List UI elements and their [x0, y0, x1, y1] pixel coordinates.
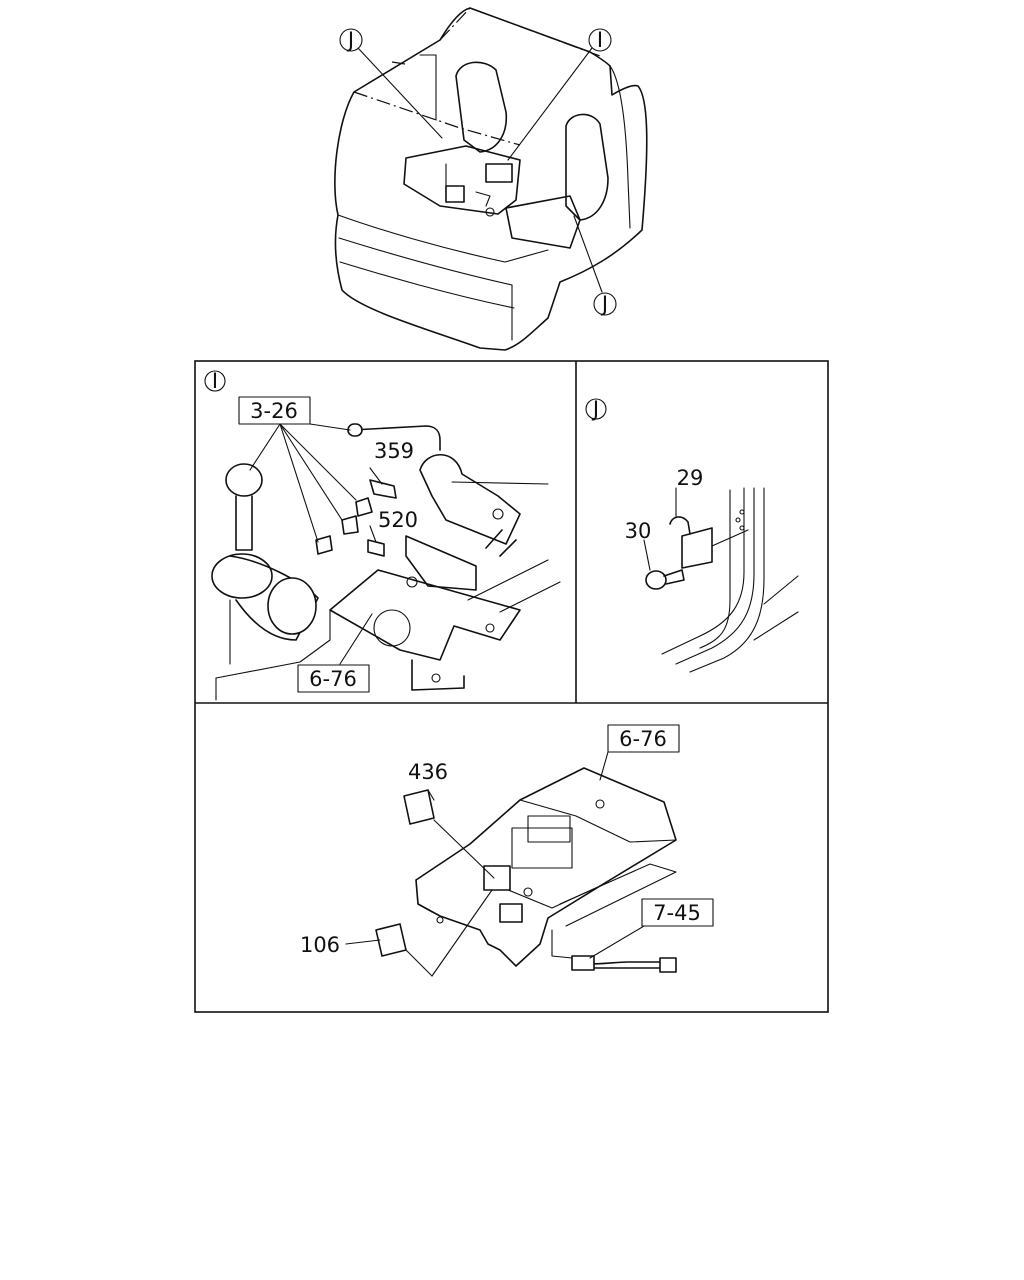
detail-j-marker: J — [591, 397, 599, 421]
part-29-label: 29 — [677, 466, 704, 490]
callout-j-label: J — [600, 292, 608, 316]
ref-box-7-45 — [641, 898, 714, 927]
ref-box-6-76 — [607, 724, 680, 753]
part-359-label: 359 — [374, 439, 414, 463]
detail-j-panel: J 29 30 — [585, 397, 799, 673]
detail-i-panel: I — [204, 369, 561, 701]
detail-j-marker-circle — [585, 398, 607, 420]
ref-6-76-label: 6-76 — [619, 727, 667, 751]
detail-frame — [194, 360, 829, 1013]
ref-3-26-label: 3-26 — [250, 399, 298, 423]
part-30-label: 30 — [625, 519, 652, 543]
part-106-label: 106 — [300, 933, 340, 957]
callout-j-circle — [339, 28, 363, 52]
callout-i-label: I — [597, 28, 603, 52]
callout-j-label: J — [346, 28, 354, 52]
ref-box-3-26 — [238, 396, 311, 425]
callout-i-circle — [588, 28, 612, 52]
ref-box-6-76 — [297, 664, 370, 693]
callout-j-circle — [593, 292, 617, 316]
part-436-label: 436 — [408, 760, 448, 784]
detail-i-marker: I — [212, 369, 218, 393]
part-520-label: 520 — [378, 508, 418, 532]
detail-i-marker-circle — [204, 370, 226, 392]
ref-6-76-label: 6-76 — [309, 667, 357, 691]
ref-7-45-label: 7-45 — [653, 901, 701, 925]
cab-overview: J I J — [334, 7, 648, 351]
console-panel: 6-76 436 106 7-45 — [300, 724, 714, 977]
